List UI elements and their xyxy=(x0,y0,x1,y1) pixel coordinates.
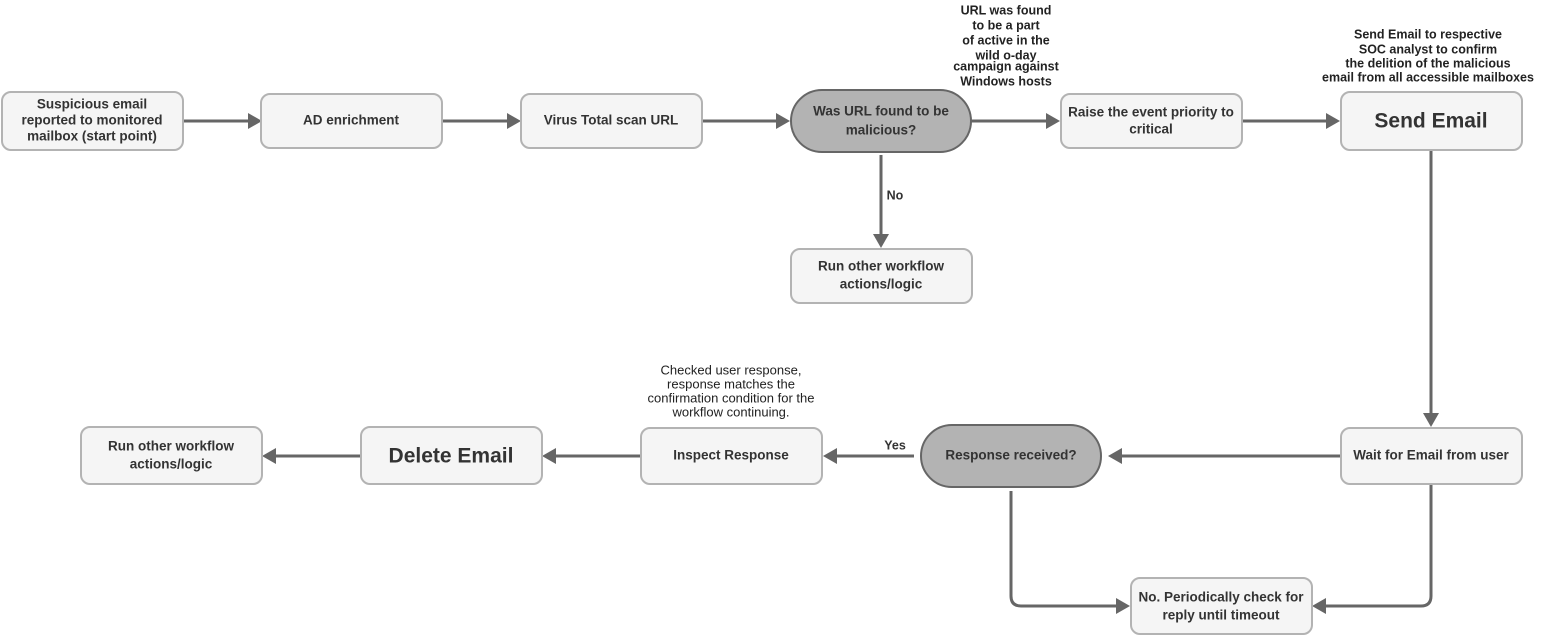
node-run-other-workflow-bottom-line-1: actions/logic xyxy=(130,457,213,472)
node-was-url-malicious-shape[interactable] xyxy=(790,89,972,153)
annotation-checked-response-note: Checked user response, response matches … xyxy=(648,362,815,419)
node-was-url-malicious-line-0: Was URL found to be xyxy=(813,104,949,119)
annotations-layer: URL was found to be a part of active in … xyxy=(648,3,1534,419)
annotation-zero-day-line-4: campaign against xyxy=(953,59,1059,73)
annotation-checked-response-line-1: response matches the xyxy=(667,376,795,391)
edge-malicious-to-other-top xyxy=(873,155,889,248)
node-start-shape[interactable] xyxy=(1,91,184,151)
node-delete-email-label: Delete Email xyxy=(389,445,514,468)
annotation-send-email-note: Send Email to respective SOC analyst to … xyxy=(1322,27,1534,84)
nodes-layer: Suspicious email reported to monitored m… xyxy=(1,89,1523,635)
annotation-send-email-line-0: Send Email to respective xyxy=(1354,27,1502,41)
node-virus-total-scan[interactable]: Virus Total scan URL xyxy=(520,93,703,149)
node-run-other-workflow-top-line-1: actions/logic xyxy=(840,277,923,292)
edge-wait-to-periodic xyxy=(1312,485,1433,614)
node-response-received-label: Response received? xyxy=(945,448,1076,463)
node-run-other-workflow-bottom-shape[interactable] xyxy=(80,426,263,485)
edge-vt-to-malicious xyxy=(702,113,790,129)
node-raise-priority[interactable]: Raise the event priority to critical xyxy=(1060,93,1243,149)
node-inspect-response-shape[interactable] xyxy=(640,427,823,485)
edge-inspect-to-delete xyxy=(542,448,640,464)
node-was-url-malicious-line-1: malicious? xyxy=(846,123,917,138)
node-run-other-workflow-bottom[interactable]: Run other workflow actions/logic xyxy=(80,426,263,485)
node-run-other-workflow-bottom-line-0: Run other workflow xyxy=(108,439,234,454)
node-send-email-shape[interactable] xyxy=(1340,91,1523,151)
edge-response-to-inspect xyxy=(823,448,914,464)
node-delete-email-shape[interactable] xyxy=(360,426,543,485)
node-run-other-workflow-top[interactable]: Run other workflow actions/logic xyxy=(790,248,973,304)
annotation-zero-day-note: URL was found to be a part of active in … xyxy=(953,3,1059,88)
annotation-zero-day-line-1: to be a part xyxy=(972,18,1040,32)
node-periodic-check-line-1: reply until timeout xyxy=(1162,608,1280,623)
node-wait-for-email-label: Wait for Email from user xyxy=(1353,448,1509,463)
edge-malicious-to-raise xyxy=(971,113,1060,129)
node-send-email[interactable]: Send Email xyxy=(1340,91,1523,151)
node-raise-priority-shape[interactable] xyxy=(1060,93,1243,149)
node-start-line-0: Suspicious email xyxy=(37,97,147,112)
node-start-line-1: reported to monitored xyxy=(22,113,163,128)
node-inspect-response[interactable]: Inspect Response xyxy=(640,427,823,485)
node-send-email-label: Send Email xyxy=(1374,110,1487,133)
edge-ad-to-vt xyxy=(442,113,521,129)
annotation-zero-day-line-5: Windows hosts xyxy=(960,74,1052,88)
node-start-line-2: mailbox (start point) xyxy=(27,129,157,144)
edge-raise-to-send xyxy=(1242,113,1340,129)
annotation-checked-response-line-0: Checked user response, xyxy=(661,362,802,377)
node-inspect-response-label: Inspect Response xyxy=(673,448,789,463)
node-run-other-workflow-top-shape[interactable] xyxy=(790,248,973,304)
node-response-received[interactable]: Response received? xyxy=(920,424,1102,488)
annotation-zero-day-line-2: of active in the xyxy=(962,33,1050,47)
edge-send-to-wait xyxy=(1423,150,1439,427)
annotation-zero-day-line-3: wild o-day xyxy=(974,48,1036,62)
edge-delete-to-other-bottom xyxy=(262,448,360,464)
node-wait-for-email[interactable]: Wait for Email from user xyxy=(1340,427,1523,485)
node-ad-enrichment-shape[interactable] xyxy=(260,93,443,149)
node-wait-for-email-shape[interactable] xyxy=(1340,427,1523,485)
annotation-checked-response-line-3: workflow continuing. xyxy=(671,404,789,419)
node-run-other-workflow-top-line-0: Run other workflow xyxy=(818,259,944,274)
edge-wait-to-response xyxy=(1108,448,1340,464)
node-virus-total-scan-shape[interactable] xyxy=(520,93,703,149)
annotation-send-email-line-1: SOC analyst to confirm xyxy=(1359,42,1497,56)
node-delete-email[interactable]: Delete Email xyxy=(360,426,543,485)
edge-label-no: No xyxy=(887,188,904,202)
annotation-send-email-line-3: email from all accessible mailboxes xyxy=(1322,70,1534,84)
edges-layer xyxy=(183,113,1439,614)
node-ad-enrichment[interactable]: AD enrichment xyxy=(260,93,443,149)
node-ad-enrichment-label: AD enrichment xyxy=(303,113,400,128)
node-raise-priority-line-0: Raise the event priority to xyxy=(1068,105,1234,120)
node-periodic-check-shape[interactable] xyxy=(1130,577,1313,635)
edge-labels-layer: No Yes xyxy=(884,188,906,452)
annotation-send-email-line-2: the delition of the malicious xyxy=(1345,56,1510,70)
annotation-zero-day-line-0: URL was found xyxy=(961,3,1052,17)
edge-response-to-periodic xyxy=(1009,491,1130,614)
node-virus-total-scan-label: Virus Total scan URL xyxy=(544,113,679,128)
node-periodic-check[interactable]: No. Periodically check for reply until t… xyxy=(1130,577,1313,635)
node-raise-priority-line-1: critical xyxy=(1129,122,1173,137)
node-response-received-shape[interactable] xyxy=(920,424,1102,488)
node-was-url-malicious[interactable]: Was URL found to be malicious? xyxy=(790,89,972,153)
annotation-checked-response-line-2: confirmation condition for the xyxy=(648,390,815,405)
edge-start-to-ad xyxy=(183,113,262,129)
edge-label-yes: Yes xyxy=(884,438,906,452)
node-start[interactable]: Suspicious email reported to monitored m… xyxy=(1,91,184,151)
node-periodic-check-line-0: No. Periodically check for xyxy=(1138,590,1304,605)
